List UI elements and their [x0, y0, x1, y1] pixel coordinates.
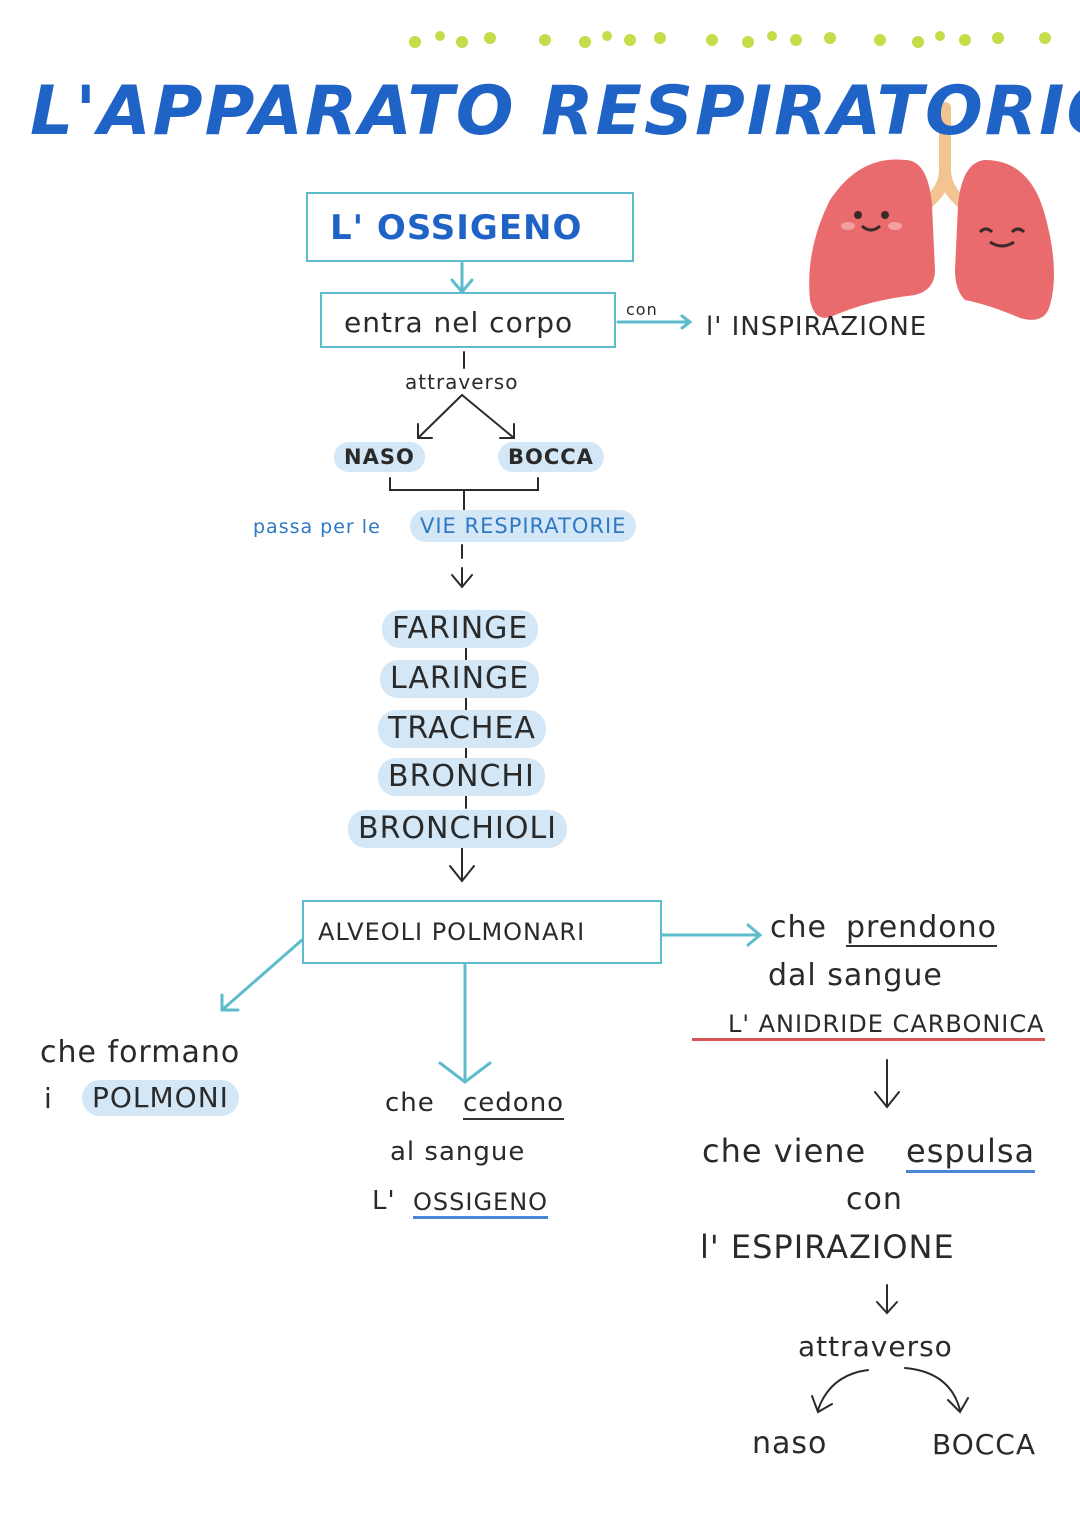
naso-label: NASO: [334, 442, 425, 472]
che-label: che: [385, 1088, 435, 1118]
i-label: i: [44, 1082, 53, 1115]
entra-label: entra nel corpo: [344, 306, 574, 339]
trachea-label: TRACHEA: [378, 710, 546, 748]
cedono-label: cedono: [463, 1088, 565, 1120]
bocca-label: BOCCA: [498, 442, 604, 472]
anidride-label: L' ANIDRIDE CARBONICA: [692, 1010, 1045, 1041]
che-right-label: che: [770, 910, 827, 945]
che-viene-label: che viene: [702, 1132, 867, 1170]
attraverso-right-label: attraverso: [798, 1330, 953, 1363]
alveoli-box: ALVEOLI POLMONARI: [302, 900, 662, 964]
dal-sangue-label: dal sangue: [768, 958, 943, 993]
l-label: L': [372, 1186, 396, 1216]
entra-box: entra nel corpo: [320, 292, 616, 348]
decorative-dots: [409, 31, 1051, 48]
polmoni-label: POLMONI: [82, 1080, 239, 1116]
vie-respiratorie-label: VIE RESPIRATORIE: [410, 510, 637, 542]
alveoli-label: ALVEOLI POLMONARI: [318, 918, 586, 946]
lungs-icon: [809, 102, 1054, 320]
che-formano-label: che formano: [40, 1035, 241, 1070]
attraverso-label: attraverso: [405, 370, 519, 394]
bocca-right-label: BOCCA: [932, 1428, 1037, 1461]
page-title: L'APPARATO RESPIRATORIO: [30, 72, 1080, 151]
ossigeno-mid-label: OSSIGENO: [413, 1188, 549, 1219]
con-right-label: con: [846, 1182, 903, 1217]
espulsa-label: espulsa: [906, 1132, 1036, 1173]
faringe-label: FARINGE: [382, 610, 539, 648]
al-sangue-label: al sangue: [390, 1137, 526, 1167]
inspirazione-label: l' INSPIRAZIONE: [706, 312, 928, 342]
bronchi-label: BRONCHI: [378, 758, 545, 796]
con-label: con: [626, 300, 658, 319]
laringe-label: LARINGE: [380, 660, 540, 698]
passa-per-label: passa per le: [253, 516, 381, 538]
bronchioli-label: BRONCHIOLI: [348, 810, 568, 848]
naso-right-label: naso: [752, 1426, 828, 1461]
ossigeno-box: L' OSSIGENO: [306, 192, 634, 262]
espirazione-label: l' ESPIRAZIONE: [700, 1228, 955, 1266]
prendono-label: prendono: [846, 910, 997, 947]
ossigeno-label: L' OSSIGENO: [330, 208, 583, 248]
